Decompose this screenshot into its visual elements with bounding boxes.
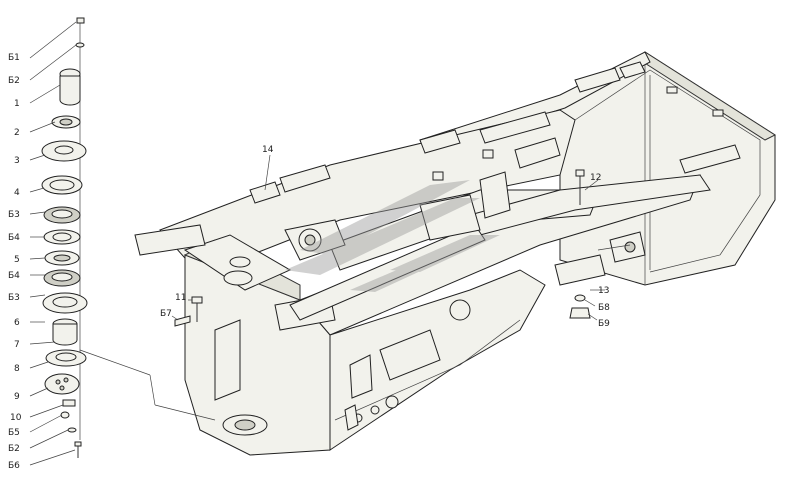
callout-b3: Б3 xyxy=(8,210,20,220)
callout-2: 2 xyxy=(14,128,20,138)
callout-b9: Б9 xyxy=(598,319,610,329)
callout-7: 7 xyxy=(14,340,20,350)
callout-6: 6 xyxy=(14,318,20,328)
callout-b2-second: Б2 xyxy=(8,444,20,454)
parts-13-b8-b9 xyxy=(569,289,605,321)
bolt-12 xyxy=(575,169,585,205)
callout-13: 13 xyxy=(598,286,609,296)
callout-5: 5 xyxy=(14,255,20,265)
callout-11: 11 xyxy=(175,293,186,303)
callout-1: 1 xyxy=(14,99,20,109)
watermark-logo xyxy=(285,180,500,292)
callout-b3-second: Б3 xyxy=(8,293,20,303)
chassis-frame xyxy=(134,51,777,456)
bolt-11 xyxy=(171,296,203,327)
callout-9: 9 xyxy=(14,392,20,402)
callout-b4-second: Б4 xyxy=(8,271,20,281)
callout-labels: Б1 Б2 1 2 3 4 Б3 Б4 5 Б4 Б3 6 7 8 9 10 Б… xyxy=(8,53,610,471)
callout-b8: Б8 xyxy=(598,303,610,313)
callout-b7: Б7 xyxy=(160,309,172,319)
callout-14: 14 xyxy=(262,145,274,155)
callout-12: 12 xyxy=(590,173,601,183)
callout-b6: Б6 xyxy=(8,461,20,471)
callout-8: 8 xyxy=(14,364,20,374)
callout-b5: Б5 xyxy=(8,428,20,438)
callout-b4: Б4 xyxy=(8,233,20,243)
callout-3: 3 xyxy=(14,156,20,166)
exploded-part-stack xyxy=(29,17,216,466)
callout-10: 10 xyxy=(10,413,22,423)
callout-b2: Б2 xyxy=(8,76,20,86)
callout-b1: Б1 xyxy=(8,53,20,63)
callout-4: 4 xyxy=(14,188,20,198)
